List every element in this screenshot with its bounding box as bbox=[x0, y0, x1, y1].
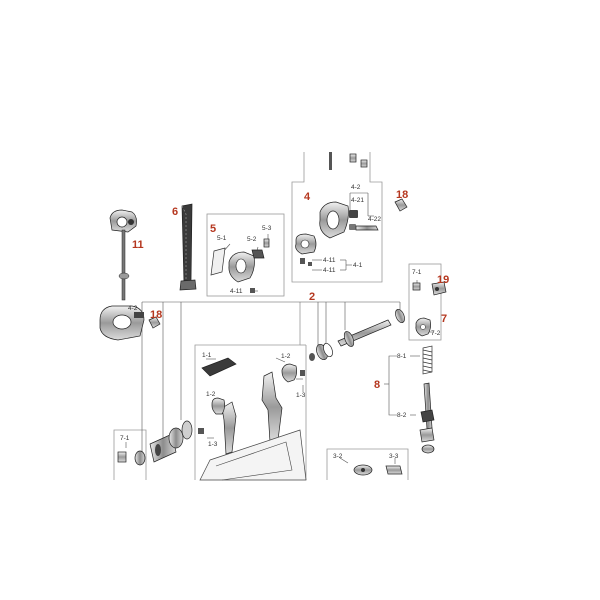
label-4-11-b: 4-11 bbox=[323, 267, 336, 274]
frame-part-5 bbox=[206, 213, 285, 297]
callout-2: 2 bbox=[309, 291, 315, 303]
frame-part-7 bbox=[408, 263, 442, 341]
callout-6: 6 bbox=[172, 206, 178, 218]
label-1-3-right: 1-3 bbox=[296, 392, 306, 399]
part-5-group bbox=[210, 238, 270, 293]
label-4-21: 4-21 bbox=[351, 197, 364, 204]
callout-11: 11 bbox=[132, 239, 144, 251]
part-19 bbox=[431, 281, 447, 296]
label-3-2: 3-2 bbox=[333, 453, 343, 460]
callout-5: 5 bbox=[210, 223, 216, 235]
part-7-group bbox=[412, 282, 432, 337]
label-1-2-left: 1-2 bbox=[206, 391, 216, 398]
label-1-1: 1-1 bbox=[202, 352, 212, 359]
top-partial-items bbox=[329, 152, 368, 170]
label-3-3: 3-3 bbox=[389, 453, 399, 460]
label-5-2: 5-2 bbox=[247, 236, 257, 243]
frame-part-7-lower bbox=[113, 429, 147, 480]
part-11-clamp bbox=[109, 209, 137, 301]
part-4-group bbox=[295, 201, 379, 266]
frames bbox=[113, 152, 442, 480]
label-7-1-lower: 7-1 bbox=[120, 435, 130, 442]
callout-4: 4 bbox=[304, 191, 311, 203]
label-4-22: 4-22 bbox=[368, 216, 381, 223]
callout-18-left: 18 bbox=[150, 309, 162, 321]
label-4-2-left: 4-2 bbox=[128, 305, 138, 312]
label-1-3-left: 1-3 bbox=[208, 441, 218, 448]
label-5-3: 5-3 bbox=[262, 225, 272, 232]
callout-8: 8 bbox=[374, 379, 380, 391]
part-8-group bbox=[419, 345, 435, 454]
label-5-1: 5-1 bbox=[217, 235, 227, 242]
part-3-group bbox=[353, 464, 403, 476]
callout-7: 7 bbox=[441, 313, 447, 325]
part-18-cylinders bbox=[148, 198, 408, 329]
callout-18-top: 18 bbox=[396, 189, 408, 201]
frame-part-1 bbox=[194, 302, 301, 480]
label-4-11-a: 4-11 bbox=[323, 257, 336, 264]
callout-19: 19 bbox=[437, 274, 449, 286]
part-6-chain bbox=[179, 203, 197, 291]
frame-top-partial bbox=[291, 152, 383, 283]
label-8-1: 8-1 bbox=[397, 353, 407, 360]
frame-part-3 bbox=[326, 448, 409, 480]
label-4-1: 4-1 bbox=[353, 262, 363, 269]
label-7-2: 7-2 bbox=[431, 330, 441, 337]
label-5-4-11: 4-11 bbox=[230, 288, 243, 295]
callout-numbers: 2 4 5 6 7 8 11 18 18 19 bbox=[132, 189, 449, 391]
part-1-pedal bbox=[198, 357, 307, 481]
label-8-2: 8-2 bbox=[397, 412, 407, 419]
label-1-2-right: 1-2 bbox=[281, 353, 291, 360]
label-7-1-right: 7-1 bbox=[412, 269, 422, 276]
sub-part-labels: 4-2 4-21 4-22 4-11 4-1 4-11 5-1 5-2 5-3 … bbox=[120, 184, 441, 460]
part-4-2-clamp bbox=[99, 305, 145, 341]
part-7-lower-group bbox=[117, 420, 193, 466]
part-2-shaft bbox=[309, 308, 405, 361]
label-4-2-top: 4-2 bbox=[351, 184, 361, 191]
